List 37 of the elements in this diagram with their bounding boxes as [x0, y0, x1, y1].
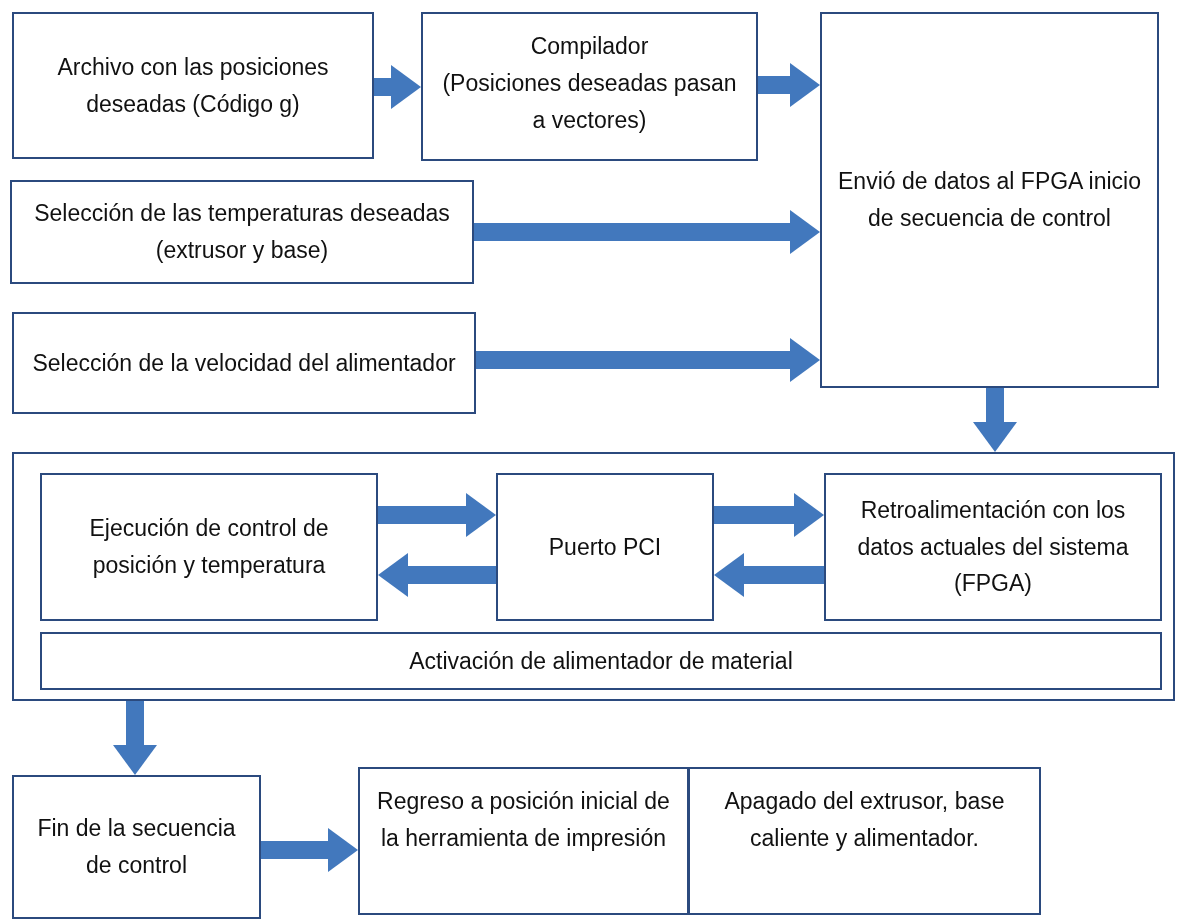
process-box	[496, 473, 714, 621]
block-arrow	[261, 828, 358, 872]
process-box	[40, 473, 378, 621]
box-text: Regreso a posición inicial de la herramienta de impresión	[376, 787, 671, 853]
box-text: Ejecución de control de posición y temperatura	[88, 514, 330, 580]
block-arrow	[113, 701, 157, 775]
process-box	[421, 12, 758, 161]
box-text: Apagado del extrusor, base caliente y alimentador.	[723, 787, 1006, 853]
block-arrow	[374, 65, 421, 109]
box-text: Envió de datos al FPGA inicio de secuencia de control	[837, 167, 1142, 233]
box-text: Fin de la secuencia de control	[36, 814, 237, 880]
block-arrow	[378, 553, 496, 597]
process-box	[12, 775, 261, 919]
box-text: Puerto PCI	[548, 532, 662, 562]
block-arrow	[476, 338, 820, 382]
box-text: Activación de alimentador de material	[409, 646, 793, 676]
process-box	[12, 12, 374, 159]
block-arrow	[973, 388, 1017, 452]
process-box	[824, 473, 1162, 621]
box-text: Compilador	[530, 32, 649, 61]
process-box	[358, 767, 689, 915]
process-box	[688, 767, 1041, 915]
block-arrow	[714, 493, 824, 537]
group-box	[12, 452, 1175, 701]
box-text: Selección de las temperaturas deseadas (extrusor y base)	[33, 199, 451, 265]
box-text: Retroalimentación con los datos actuales del sistema (FPGA)	[856, 495, 1130, 599]
process-box	[820, 12, 1159, 388]
block-arrow	[474, 210, 820, 254]
block-arrow	[378, 493, 496, 537]
process-box	[12, 312, 476, 414]
box-text: Selección de la velocidad del alimentador	[32, 348, 456, 378]
block-arrow	[714, 553, 824, 597]
process-box	[40, 632, 1162, 690]
block-arrow	[758, 63, 820, 107]
process-box	[10, 180, 474, 284]
box-text: Archivo con las posiciones deseadas (Código g)	[56, 52, 330, 119]
box-text: (Posiciones deseadas pasan a vectores)	[441, 68, 738, 135]
